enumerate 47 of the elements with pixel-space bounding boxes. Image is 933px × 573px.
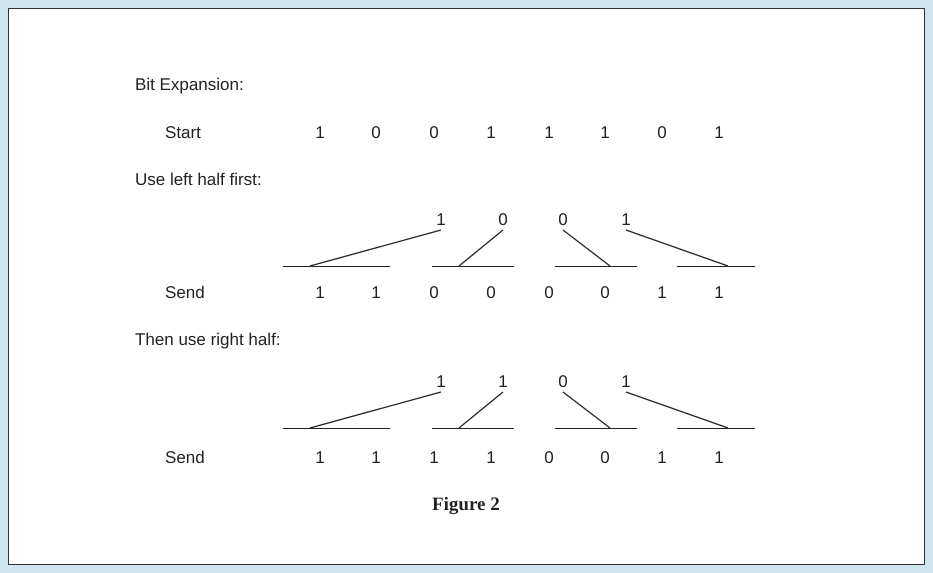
connector-line <box>562 391 610 429</box>
bit-digit: 1 <box>486 122 496 144</box>
bit-digit: 1 <box>315 447 325 469</box>
connector-line <box>310 229 442 267</box>
figure-caption: Figure 2 <box>432 494 500 516</box>
bit-digit: 0 <box>429 122 439 144</box>
bit-digit: 1 <box>600 122 610 144</box>
connector-line <box>310 391 442 429</box>
bit-digit: 0 <box>657 122 667 144</box>
bit-digit: 0 <box>371 122 381 144</box>
row-label: Send <box>165 447 205 469</box>
bit-digit: 1 <box>621 371 631 393</box>
bit-digit: 1 <box>371 282 381 304</box>
bit-digit: 1 <box>315 122 325 144</box>
bit-digit: 0 <box>498 209 508 231</box>
bit-digit: 1 <box>657 447 667 469</box>
bit-digit: 1 <box>436 209 446 231</box>
bit-digit: 1 <box>498 371 508 393</box>
bit-digit: 1 <box>486 447 496 469</box>
bit-digit: 1 <box>714 282 724 304</box>
bit-digit: 0 <box>558 371 568 393</box>
bit-digit: 0 <box>558 209 568 231</box>
row-label: Bit Expansion: <box>135 74 244 96</box>
connector-line <box>562 229 610 267</box>
bit-digit: 0 <box>600 447 610 469</box>
bit-digit: 0 <box>544 447 554 469</box>
bit-digit: 1 <box>429 447 439 469</box>
connector-line <box>458 392 504 428</box>
bit-digit: 1 <box>714 122 724 144</box>
bit-digit: 1 <box>436 371 446 393</box>
bit-digit: 1 <box>371 447 381 469</box>
row-label: Use left half first: <box>135 169 262 191</box>
bit-digit: 1 <box>657 282 667 304</box>
connector-line <box>626 229 728 267</box>
bit-digit: 1 <box>315 282 325 304</box>
bit-digit: 0 <box>544 282 554 304</box>
bit-digit: 1 <box>544 122 554 144</box>
connector-line <box>626 391 728 429</box>
bit-digit: 1 <box>621 209 631 231</box>
bit-digit: 0 <box>486 282 496 304</box>
bit-digit: 1 <box>714 447 724 469</box>
connector-line <box>458 230 504 266</box>
bit-digit: 0 <box>429 282 439 304</box>
row-label: Send <box>165 282 205 304</box>
row-label: Then use right half: <box>135 329 281 351</box>
row-label: Start <box>165 122 201 144</box>
bit-digit: 0 <box>600 282 610 304</box>
